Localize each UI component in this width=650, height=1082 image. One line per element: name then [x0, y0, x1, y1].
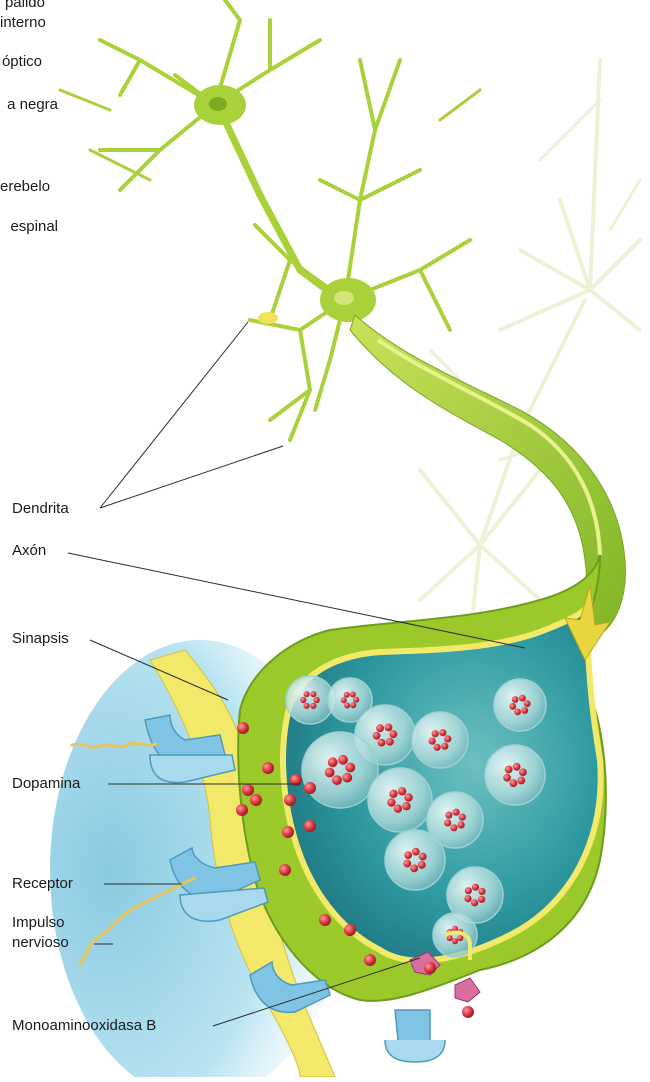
receptor-4 [385, 1010, 445, 1062]
label-nervioso: nervioso [12, 934, 69, 952]
vesicle-icon [494, 679, 546, 731]
vesicle-icon [302, 732, 378, 808]
label-interno: interno [0, 14, 45, 32]
label-palido: pálido [0, 0, 45, 12]
dopamine-molecule [424, 962, 436, 974]
dopamine-molecule [250, 794, 262, 806]
label-espinal: espinal [0, 218, 58, 236]
dopamine-molecule [344, 924, 356, 936]
label-dopamina: Dopamina [12, 775, 80, 793]
label-negra: a negra [0, 96, 58, 114]
dopamine-molecule [262, 762, 274, 774]
dopamine-molecule [279, 864, 291, 876]
vesicle-icon [286, 676, 334, 724]
dopamine-molecule [304, 782, 316, 794]
vesicle-icon [412, 712, 468, 768]
label-axon: Axón [12, 542, 46, 560]
neuron-cell-bodies [194, 85, 376, 324]
label-dendrita: Dendrita [12, 500, 69, 518]
vesicle-icon [385, 830, 445, 890]
dopamine-molecule [242, 784, 254, 796]
vesicle-icon [485, 745, 545, 805]
dopamine-molecule [364, 954, 376, 966]
dopamine-molecule [284, 794, 296, 806]
label-optico: óptico [0, 53, 42, 71]
dopamine-molecule [236, 804, 248, 816]
label-sinapsis: Sinapsis [12, 630, 69, 648]
dopamine-molecule [304, 820, 316, 832]
label-impulso: Impulso [12, 914, 65, 932]
label-receptor: Receptor [12, 875, 73, 893]
label-cerebelo: erebelo [0, 178, 44, 196]
label-monoaminooxidasa-b: Monoaminooxidasa B [12, 1017, 156, 1035]
dopamine-molecule [462, 1006, 474, 1018]
vesicle-icon [368, 768, 432, 832]
dopamine-molecule [319, 914, 331, 926]
dopamine-molecule [282, 826, 294, 838]
dopamine-molecule [237, 722, 249, 734]
